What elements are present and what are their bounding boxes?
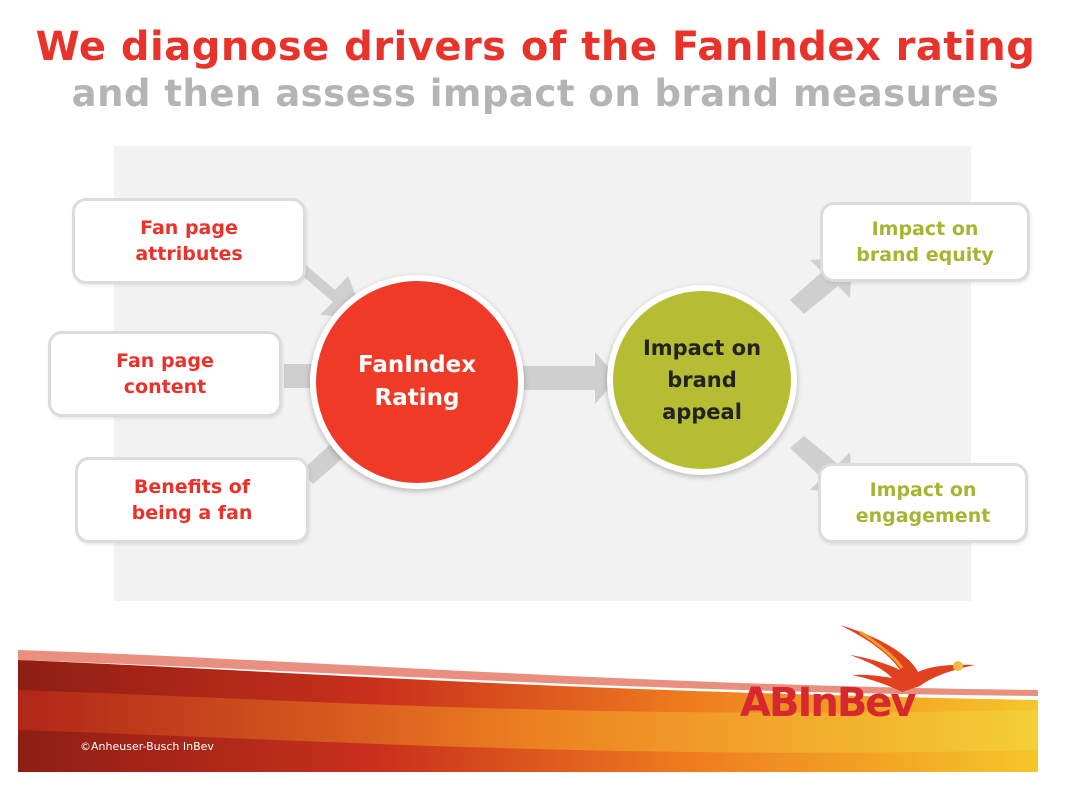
title-line-2: and then assess impact on brand measures bbox=[71, 72, 1000, 115]
input-box-attributes: Fan page attributes bbox=[72, 198, 306, 284]
input-benefits-line1: Benefits of bbox=[133, 476, 251, 498]
output-box-brand-equity: Impact on brand equity bbox=[820, 202, 1030, 282]
output-equity-line1: Impact on bbox=[871, 218, 979, 240]
output-engagement-line2: engagement bbox=[855, 505, 991, 527]
output-box-engagement: Impact on engagement bbox=[818, 463, 1028, 543]
logo-ab: AB bbox=[740, 680, 799, 726]
title-line-1: We diagnose drivers of the FanIndex rati… bbox=[35, 24, 1036, 70]
appeal-line2: brand bbox=[667, 368, 737, 392]
input-content-line1: Fan page bbox=[116, 350, 214, 372]
arrow-rating-to-appeal bbox=[510, 352, 618, 404]
output-equity-line2: brand equity bbox=[856, 244, 994, 266]
eagle-logo-icon bbox=[840, 625, 975, 692]
brand-appeal-circle: Impact on brand appeal bbox=[607, 285, 797, 475]
fanindex-line1: FanIndex bbox=[357, 352, 477, 378]
input-box-benefits: Benefits of being a fan bbox=[75, 457, 309, 543]
input-attributes-line1: Fan page bbox=[140, 217, 238, 239]
footer-swoosh bbox=[18, 650, 1038, 772]
input-box-content: Fan page content bbox=[48, 331, 282, 417]
appeal-line1: Impact on bbox=[642, 336, 762, 360]
logo-inbev: InBev bbox=[797, 680, 916, 726]
input-content-line2: content bbox=[123, 376, 207, 398]
appeal-line3: appeal bbox=[662, 400, 742, 424]
input-benefits-line2: being a fan bbox=[131, 502, 253, 524]
input-attributes-line2: attributes bbox=[135, 243, 243, 265]
copyright-text: ©Anheuser-Busch InBev bbox=[80, 740, 214, 753]
fanindex-line2: Rating bbox=[374, 385, 460, 411]
output-engagement-line1: Impact on bbox=[869, 479, 977, 501]
abinbev-logo: ABInBev bbox=[740, 680, 917, 726]
fanindex-rating-circle: FanIndex Rating bbox=[310, 275, 524, 489]
